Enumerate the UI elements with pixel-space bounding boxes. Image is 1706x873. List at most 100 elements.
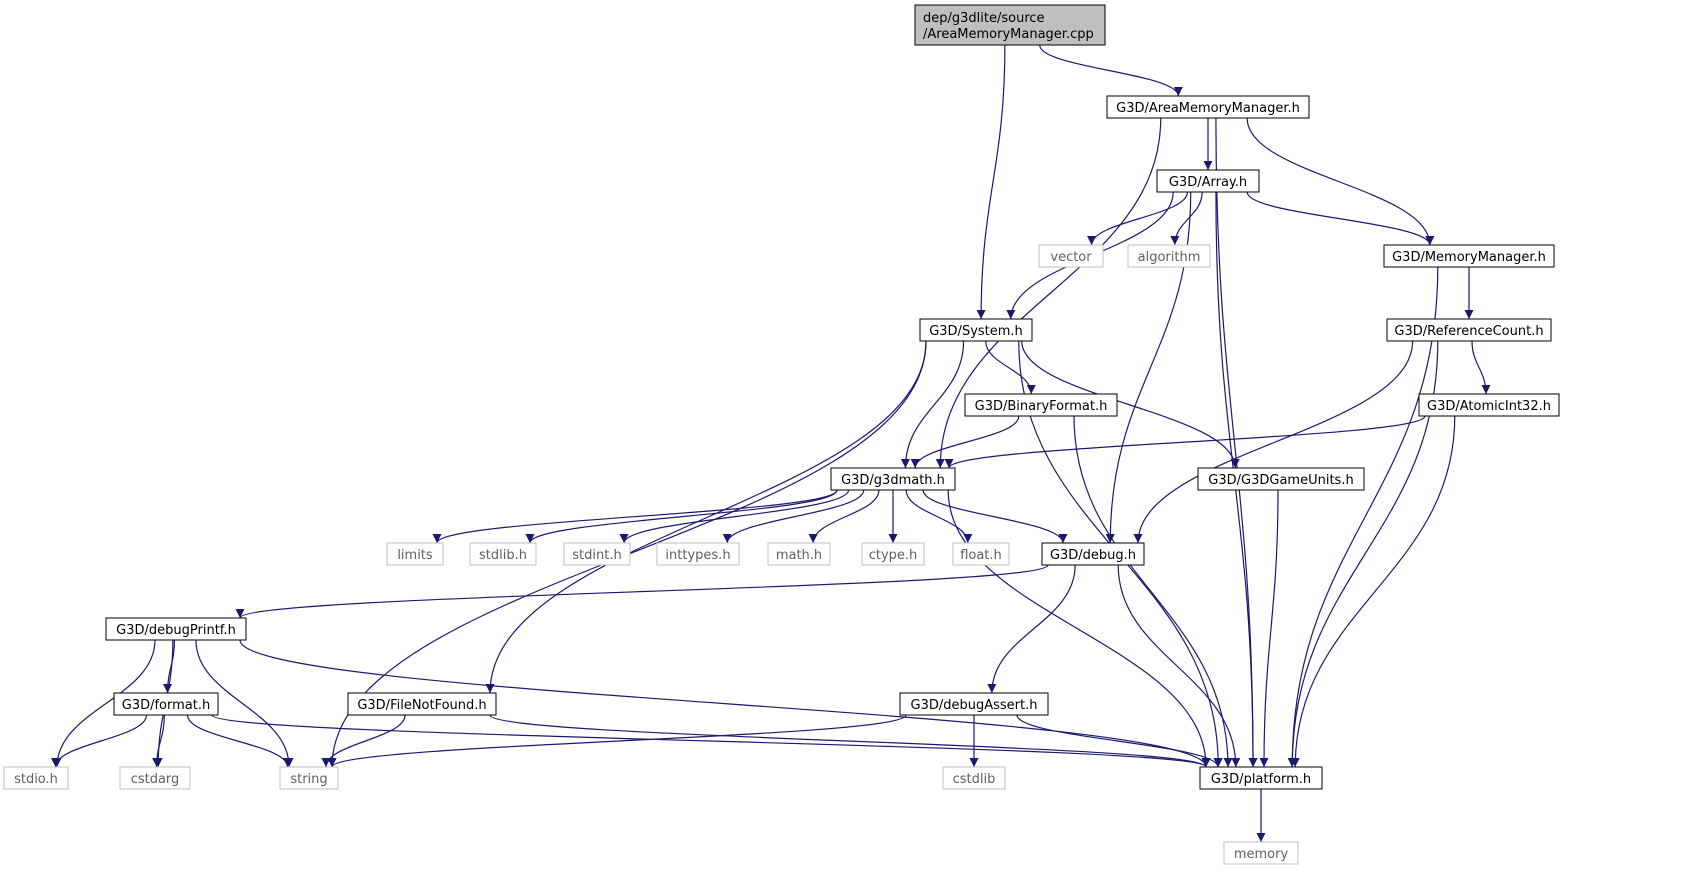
edge-format-to-stdio bbox=[51, 714, 148, 768]
edge-debugprintf-to-platform bbox=[239, 639, 1211, 768]
node-debugassert[interactable]: G3D/debugAssert.h bbox=[899, 692, 1049, 716]
node-float-box bbox=[952, 542, 1010, 566]
node-array-box bbox=[1156, 169, 1260, 193]
edge-debugassert-to-string bbox=[327, 714, 907, 768]
node-system[interactable]: G3D/System.h bbox=[919, 318, 1033, 342]
node-stdio: stdio.h bbox=[3, 766, 69, 790]
node-memory-box bbox=[1223, 841, 1299, 865]
node-root-label: dep/g3dlite/source bbox=[923, 11, 1045, 26]
node-ctype-box bbox=[861, 542, 925, 566]
node-stdio-box bbox=[3, 766, 69, 790]
edge-atomic-to-g3dmath bbox=[944, 415, 1426, 469]
node-gameunits[interactable]: G3D/G3DGameUnits.h bbox=[1197, 467, 1365, 491]
node-string-label: string bbox=[290, 772, 327, 787]
node-debugprintf[interactable]: G3D/debugPrintf.h bbox=[105, 617, 247, 641]
node-system-box bbox=[919, 318, 1033, 342]
node-string-box bbox=[279, 766, 339, 790]
node-float-label: float.h bbox=[960, 548, 1002, 563]
node-refcount[interactable]: G3D/ReferenceCount.h bbox=[1386, 318, 1552, 342]
edge-array-to-algorithm bbox=[1170, 191, 1203, 246]
node-limits-label: limits bbox=[397, 548, 433, 563]
node-stdint: stdint.h bbox=[563, 542, 631, 566]
node-platform[interactable]: G3D/platform.h bbox=[1199, 766, 1323, 790]
edge-format-to-cstdarg bbox=[152, 714, 165, 768]
node-areamem-label: G3D/AreaMemoryManager.h bbox=[1116, 101, 1300, 116]
node-debug[interactable]: G3D/debug.h bbox=[1041, 542, 1145, 566]
node-stdlib-label: stdlib.h bbox=[479, 548, 527, 563]
node-root[interactable]: dep/g3dlite/source/AreaMemoryManager.cpp bbox=[914, 4, 1106, 46]
edge-g3dmath-to-inttypes bbox=[722, 489, 865, 544]
node-binfmt[interactable]: G3D/BinaryFormat.h bbox=[964, 393, 1118, 417]
node-math-box bbox=[767, 542, 831, 566]
node-cstdlib-label: cstdlib bbox=[953, 772, 996, 787]
edge-debugprintf-to-format bbox=[163, 639, 176, 694]
node-gameunits-label: G3D/G3DGameUnits.h bbox=[1208, 473, 1353, 488]
node-algorithm: algorithm bbox=[1127, 244, 1211, 268]
node-vector: vector bbox=[1038, 244, 1104, 268]
node-inttypes-box bbox=[656, 542, 740, 566]
node-stdint-box bbox=[563, 542, 631, 566]
node-inttypes: inttypes.h bbox=[656, 542, 740, 566]
node-algorithm-label: algorithm bbox=[1138, 250, 1201, 265]
node-atomic-label: G3D/AtomicInt32.h bbox=[1427, 399, 1551, 414]
edge-areamem-to-platform bbox=[1215, 117, 1258, 768]
node-debug-box bbox=[1041, 542, 1145, 566]
node-platform-box bbox=[1199, 766, 1323, 790]
edge-binfmt-to-platform bbox=[1073, 415, 1233, 768]
edge-areamem-to-memmgr bbox=[1246, 117, 1435, 246]
edge-g3dmath-to-float bbox=[905, 489, 973, 544]
edge-filenotfound-to-platform bbox=[489, 714, 1211, 768]
node-system-label: G3D/System.h bbox=[929, 324, 1023, 339]
edge-array-to-vector bbox=[1087, 191, 1189, 246]
edge-system-to-g3dmath bbox=[900, 340, 965, 469]
edge-debugprintf-to-string bbox=[195, 639, 294, 768]
edges bbox=[51, 44, 1491, 842]
node-float: float.h bbox=[952, 542, 1010, 566]
node-filenotfound-box bbox=[347, 692, 497, 716]
node-memory-label: memory bbox=[1234, 847, 1289, 862]
node-atomic[interactable]: G3D/AtomicInt32.h bbox=[1418, 393, 1560, 417]
node-limits-box bbox=[386, 542, 444, 566]
node-refcount-box bbox=[1386, 318, 1552, 342]
node-format[interactable]: G3D/format.h bbox=[113, 692, 219, 716]
edge-debug-to-debugassert bbox=[987, 564, 1076, 694]
node-areamem[interactable]: G3D/AreaMemoryManager.h bbox=[1106, 95, 1310, 119]
node-format-box bbox=[113, 692, 219, 716]
node-inttypes-label: inttypes.h bbox=[665, 548, 730, 563]
node-refcount-label: G3D/ReferenceCount.h bbox=[1394, 324, 1543, 339]
node-stdio-label: stdio.h bbox=[14, 772, 58, 787]
node-format-label: G3D/format.h bbox=[122, 698, 210, 713]
node-filenotfound[interactable]: G3D/FileNotFound.h bbox=[347, 692, 497, 716]
node-gameunits-box bbox=[1197, 467, 1365, 491]
node-limits: limits bbox=[386, 542, 444, 566]
edge-format-to-platform bbox=[211, 714, 1211, 768]
node-ctype: ctype.h bbox=[861, 542, 925, 566]
node-memmgr[interactable]: G3D/MemoryManager.h bbox=[1383, 244, 1555, 268]
node-debugassert-box bbox=[899, 692, 1049, 716]
node-g3dmath-box bbox=[830, 467, 956, 491]
node-algorithm-box bbox=[1127, 244, 1211, 268]
node-array[interactable]: G3D/Array.h bbox=[1156, 169, 1260, 193]
node-debugprintf-label: G3D/debugPrintf.h bbox=[116, 623, 236, 638]
node-stdint-label: stdint.h bbox=[572, 548, 621, 563]
edge-refcount-to-debug bbox=[1133, 340, 1414, 544]
node-math-label: math.h bbox=[776, 548, 822, 563]
node-cstdarg: cstdarg bbox=[119, 766, 191, 790]
node-array-label: G3D/Array.h bbox=[1169, 175, 1247, 190]
node-string: string bbox=[279, 766, 339, 790]
node-math: math.h bbox=[767, 542, 831, 566]
edge-system-to-filenotfound bbox=[485, 340, 927, 694]
node-cstdarg-label: cstdarg bbox=[131, 772, 180, 787]
edge-g3dmath-to-limits bbox=[432, 489, 838, 544]
edge-g3dmath-to-math bbox=[808, 489, 880, 544]
edge-atomic-to-platform bbox=[1290, 415, 1456, 768]
edge-array-to-memmgr bbox=[1246, 191, 1435, 246]
edge-gameunits-to-platform bbox=[1259, 489, 1279, 768]
node-g3dmath[interactable]: G3D/g3dmath.h bbox=[830, 467, 956, 491]
node-binfmt-label: G3D/BinaryFormat.h bbox=[975, 399, 1108, 414]
node-memmgr-label: G3D/MemoryManager.h bbox=[1392, 250, 1546, 265]
node-g3dmath-label: G3D/g3dmath.h bbox=[841, 473, 945, 488]
edge-debugassert-to-platform bbox=[1016, 714, 1223, 768]
edge-system-to-binfmt bbox=[985, 340, 1036, 395]
edge-g3dmath-to-debug bbox=[922, 489, 1068, 544]
